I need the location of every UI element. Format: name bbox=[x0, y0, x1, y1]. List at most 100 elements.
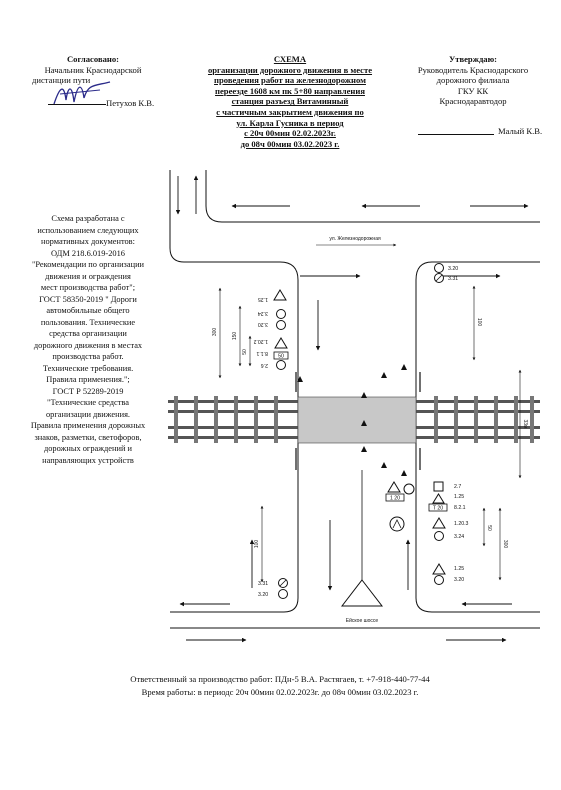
signature-right-line bbox=[418, 134, 494, 135]
scheme-line-3: переезде 1608 км пк 5+80 направления bbox=[215, 85, 365, 96]
sign-group-left-a: 1.25 bbox=[258, 289, 287, 302]
norms-line-17: "Технические средства bbox=[47, 398, 129, 407]
zone-plate-icon bbox=[428, 503, 448, 512]
street-bottom-label: Ейское шоссе bbox=[346, 617, 379, 624]
work-zone-triangle bbox=[340, 579, 384, 607]
approval-right-org: ГКУ КК bbox=[457, 85, 489, 96]
dim-left-a-label: 150 bbox=[232, 332, 238, 341]
sign-group-right-b: 1.20.3 3.24 bbox=[432, 517, 469, 541]
dim-left-total-label: 300 bbox=[212, 328, 218, 337]
signature-left bbox=[53, 81, 111, 105]
scheme-line-6: ул. Карла Гусника в период bbox=[236, 117, 344, 128]
sign-label-3-20-b: 3.20 bbox=[258, 321, 268, 327]
norms-line-21: дорожных ограждений и bbox=[43, 444, 133, 453]
approval-left: Согласовано: Начальник Краснодарской дис… bbox=[18, 54, 168, 86]
priority-oncoming-icon bbox=[276, 360, 286, 370]
sign-label-3-20-c: 3.20 bbox=[454, 577, 464, 583]
cone-5 bbox=[381, 372, 387, 378]
norms-line-15: Правила применения."; bbox=[46, 375, 130, 384]
dim-bottom-left-label: 100 bbox=[254, 540, 260, 549]
dim-right-c-label: 300 bbox=[502, 540, 508, 549]
barrier-posts bbox=[295, 372, 421, 470]
road-narrows-icon bbox=[432, 517, 446, 529]
dim-right-total-label: 33м bbox=[522, 420, 528, 430]
approval-left-title: Согласовано: bbox=[66, 54, 120, 64]
no-overtaking-icon bbox=[276, 320, 286, 330]
scheme-block: СХЕМА организации дорожного движения в м… bbox=[190, 54, 390, 149]
street-top-label: ул. Железнодорожная bbox=[329, 236, 381, 242]
sign-label-3-20-d: 3.20 bbox=[258, 592, 268, 598]
road-edge-left bbox=[169, 170, 299, 613]
sign-label-8-1-1: 8.1.1 bbox=[256, 350, 268, 356]
sign-label-3-31-a: 3.31 bbox=[448, 276, 458, 282]
approval-left-name: Петухов К.В. bbox=[106, 98, 155, 108]
speed-limit-icon bbox=[276, 309, 286, 319]
sign-label-8-2-1: 8.2.1 bbox=[454, 505, 466, 511]
speed-limit-icon bbox=[434, 531, 444, 541]
cone-8 bbox=[381, 462, 387, 468]
dimension-lines bbox=[218, 285, 522, 583]
sign-label-3-24-b: 3.24 bbox=[454, 534, 464, 540]
norms-line-16: ГОСТ Р 52289-2019 bbox=[52, 386, 124, 396]
sign-label-1-25-a: 1.25 bbox=[258, 296, 268, 302]
dim-right-b-label: 50 bbox=[486, 525, 492, 531]
sign-label-1-25-c: 1.25 bbox=[454, 566, 464, 572]
cone-2 bbox=[361, 420, 367, 426]
scheme-line-8: до 08ч 00мин 03.02.2023 г. bbox=[240, 138, 340, 149]
center-plate-icon bbox=[385, 493, 405, 502]
sign-group-center: 1 20 bbox=[385, 481, 415, 532]
sign-label-3-20-a: 3.20 bbox=[448, 266, 458, 272]
norms-line-14: Технические требования. bbox=[42, 363, 134, 373]
zone-plate-text: T 20 bbox=[433, 506, 443, 512]
warning-icon bbox=[387, 481, 401, 493]
round-sign-icon bbox=[403, 483, 415, 495]
sign-group-left-b: 3.24 3.20 bbox=[258, 309, 286, 330]
sign-group-right-a: T 20 2.7 1.25 8.2.1 bbox=[428, 481, 466, 512]
approval-right: Утверждаю: Руководитель Краснодарского д… bbox=[398, 54, 548, 107]
sign-label-2-6: 2.6 bbox=[261, 362, 268, 368]
norms-line-12: дорожного движения в местах bbox=[33, 340, 143, 350]
scheme-line-4: станция разъезд Витаминный bbox=[231, 96, 349, 107]
cone-6 bbox=[297, 376, 303, 382]
railway-tracks bbox=[168, 396, 540, 444]
norms-line-18: организации движения. bbox=[45, 409, 131, 419]
road-edge-top bbox=[205, 170, 540, 223]
center-plate-text: 1 20 bbox=[390, 496, 400, 502]
approval-right-name: Малый К.В. bbox=[498, 126, 543, 136]
norms-line-20: знаков, разметки, светофоров, bbox=[34, 432, 142, 442]
sign-label-1-20-2: 1.20.2 bbox=[253, 338, 268, 344]
norms-line-6: движения и ограждения bbox=[45, 271, 131, 281]
norms-line-3: нормативных документов: bbox=[41, 237, 135, 246]
speed-plate-text: 50 bbox=[278, 354, 284, 360]
cones bbox=[297, 364, 407, 476]
no-overtaking-icon bbox=[278, 589, 288, 599]
cone-4 bbox=[401, 364, 407, 370]
norms-line-4: ОДМ 218.6.019-2016 bbox=[51, 248, 125, 258]
no-overtaking-icon bbox=[434, 263, 444, 273]
norms-line-8: ГОСТ 58350-2019 " Дороги bbox=[39, 294, 137, 304]
sleepers bbox=[174, 396, 534, 443]
cone-3 bbox=[361, 446, 367, 452]
norms-block: Схема разработана с использованием следу… bbox=[14, 213, 162, 466]
approval-right-org2: Краснодаравтодор bbox=[439, 96, 507, 107]
dim-left-b-label: 50 bbox=[242, 349, 248, 355]
sign-label-1-25-b: 1.25 bbox=[454, 494, 464, 500]
priority-over-oncoming-icon bbox=[433, 481, 444, 492]
scheme-title: СХЕМА bbox=[273, 54, 307, 64]
sign-group-top-right: 3.20 3.31 bbox=[434, 263, 458, 283]
cone-7 bbox=[401, 470, 407, 476]
scheme-line-5: с частичным закрытием движения по bbox=[216, 106, 364, 117]
norms-line-5: "Рекомендации по организации bbox=[31, 260, 145, 269]
approval-right-title: Утверждаю: bbox=[448, 54, 498, 64]
scheme-line-2: проведения работ на железнодорожном bbox=[214, 75, 366, 86]
road-works-icon bbox=[273, 289, 287, 301]
scheme-line-1: организации дорожного движения в месте bbox=[207, 64, 373, 75]
road-narrows-icon bbox=[274, 337, 288, 349]
norms-line-11: средства организации bbox=[49, 329, 127, 338]
norms-line-10: пользования. Технические bbox=[40, 317, 136, 327]
road-works-icon bbox=[432, 493, 445, 504]
footer-responsible: Ответственный за производство работ: ПДн… bbox=[130, 674, 430, 684]
approval-left-department: дистанции пути bbox=[32, 75, 91, 86]
scheme-line-7: с 20ч 00мин 02.02.2023г. bbox=[244, 128, 336, 139]
norms-line-2: использованием следующих bbox=[37, 225, 139, 235]
